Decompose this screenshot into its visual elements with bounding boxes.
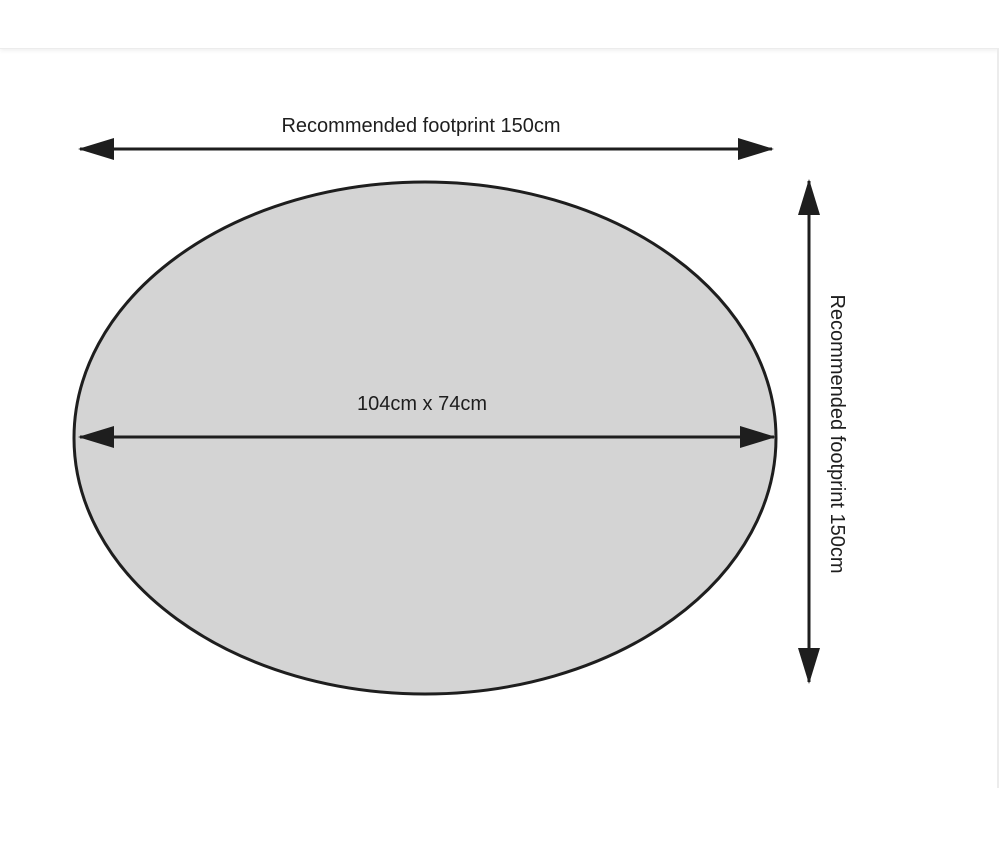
side-dimension-label: Recommended footprint 150cm bbox=[826, 294, 848, 573]
oval-size-label: 104cm x 74cm bbox=[357, 393, 487, 415]
top-bar bbox=[0, 0, 999, 49]
top-dimension-label: Recommended footprint 150cm bbox=[281, 115, 560, 137]
right-edge-divider bbox=[997, 48, 999, 788]
